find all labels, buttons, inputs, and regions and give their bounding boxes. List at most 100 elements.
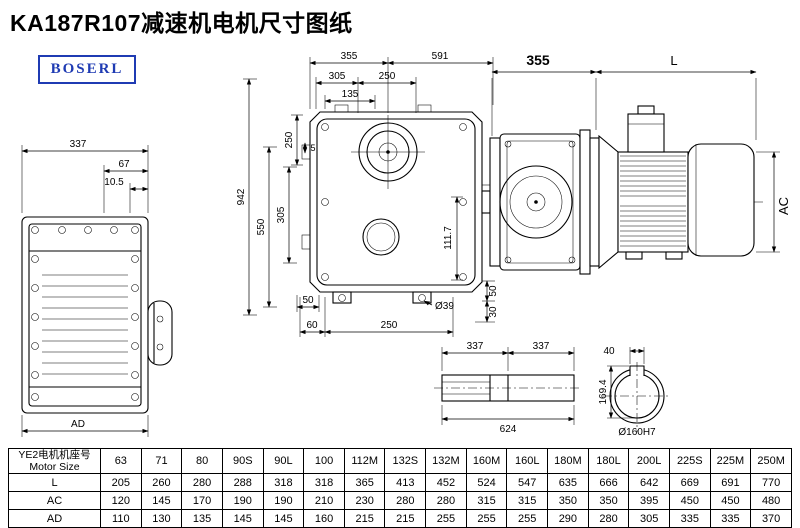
table-cell: 160 — [303, 509, 345, 528]
main-body — [301, 104, 491, 304]
output-bore — [351, 115, 425, 189]
motor-size-col: 90S — [221, 447, 264, 475]
table-cell: 145 — [262, 509, 305, 528]
motor-dimensions: 355 L AC — [491, 52, 791, 253]
motor-size-col: 132S — [384, 447, 427, 475]
table-cell: 190 — [221, 491, 264, 511]
table-cell: 370 — [750, 509, 792, 528]
housing-bolt-holes — [321, 123, 467, 281]
table-cell: 260 — [140, 473, 183, 493]
table-cell: 642 — [628, 473, 670, 493]
motor-body — [617, 105, 755, 260]
table-cell: 395 — [628, 491, 670, 511]
table-cell: 110 — [100, 509, 142, 528]
dim-main-250t: 250 — [379, 71, 396, 82]
dim-main-591: 591 — [432, 51, 449, 62]
main-dimensions: 355 591 305 250 135 942 550 305 — [236, 51, 499, 337]
dim-motor-355: 355 — [526, 52, 550, 68]
dim-main-60b: 60 — [306, 320, 318, 331]
boserl-logo: BOSERL — [38, 55, 136, 84]
fan-cowl — [687, 143, 755, 257]
motor-foot — [625, 251, 643, 260]
table-cell: 669 — [668, 473, 711, 493]
dim-main-550: 550 — [256, 218, 267, 235]
table-cell: 288 — [221, 473, 264, 493]
motor-fins — [620, 155, 686, 247]
dim-bore-160H7: Ø160H7 — [618, 427, 656, 438]
motor-size-col: 80 — [181, 447, 223, 475]
gearbox-front-body — [21, 216, 149, 414]
table-cell: 135 — [181, 509, 223, 528]
dim-main-135: 135 — [342, 89, 359, 100]
motor-size-header-cn: YE2电机机座号 — [18, 449, 91, 461]
motor-view: 355 L AC — [481, 52, 791, 275]
motor-size-col: 132M — [425, 447, 467, 475]
table-cell: 315 — [506, 491, 549, 511]
table-cell: 450 — [668, 491, 711, 511]
motor-size-col: 71 — [140, 447, 183, 475]
motor-size-col: 100 — [303, 447, 345, 475]
table-cell: 210 — [303, 491, 345, 511]
shaft-dimensions: 337 337 624 — [441, 341, 575, 435]
table-cell: 120 — [100, 491, 142, 511]
cable-gland — [637, 105, 655, 115]
table-cell: 335 — [709, 509, 752, 528]
motor-size-col: 180L — [587, 447, 630, 475]
table-cell: 335 — [668, 509, 711, 528]
dim-shaft-337b: 337 — [533, 341, 550, 352]
secondary-bore — [362, 218, 400, 256]
table-cell: 635 — [547, 473, 589, 493]
reducer-side-body — [481, 129, 619, 275]
table-cell: 770 — [750, 473, 792, 493]
table-cell: 524 — [465, 473, 508, 493]
table-cell: 280 — [587, 509, 630, 528]
motor-foot — [665, 251, 683, 260]
table-cell: 230 — [343, 491, 386, 511]
table-cell: 318 — [303, 473, 345, 493]
table-cell: 145 — [140, 491, 183, 511]
output-shaft-cover — [147, 300, 173, 366]
table-cell: 215 — [343, 509, 386, 528]
motor-size-col: 112M — [343, 447, 386, 475]
table-cell: 691 — [709, 473, 752, 493]
dim-bore-40: 40 — [603, 346, 615, 357]
dim-front-AD: AD — [71, 419, 85, 430]
motor-size-col: 180M — [547, 447, 589, 475]
table-cell: 318 — [262, 473, 305, 493]
table-cell: 145 — [221, 509, 264, 528]
motor-size-col: 160M — [465, 447, 508, 475]
table-cell: 255 — [425, 509, 467, 528]
motor-size-col: 63 — [100, 447, 142, 475]
dim-main-355: 355 — [341, 51, 358, 62]
page-title: KA187R107减速机电机尺寸图纸 — [10, 10, 353, 36]
dim-shaft-624: 624 — [500, 424, 517, 435]
table-cell: 305 — [628, 509, 670, 528]
dim-main-50b: 50 — [302, 295, 314, 306]
cooling-fins — [42, 274, 128, 375]
table-cell: 350 — [587, 491, 630, 511]
motor-size-col: 200L — [628, 447, 670, 475]
dim-motor-L: L — [670, 53, 677, 68]
table-cell: 666 — [587, 473, 630, 493]
table-cell: 365 — [343, 473, 386, 493]
dim-main-50r: 50 — [488, 285, 499, 297]
dim-front-337: 337 — [70, 139, 87, 150]
motor-size-col: 225M — [709, 447, 752, 475]
dim-main-250b: 250 — [381, 320, 398, 331]
table-cell: 255 — [506, 509, 549, 528]
motor-size-col: 225S — [668, 447, 711, 475]
table-cell: 255 — [465, 509, 508, 528]
table-cell: 280 — [384, 491, 427, 511]
table-cell: 205 — [100, 473, 142, 493]
table-cell: 350 — [547, 491, 589, 511]
row-label: AD — [8, 509, 101, 528]
main-view: 355 591 305 250 135 942 550 305 — [236, 51, 499, 337]
row-label: AC — [8, 491, 101, 511]
terminal-box — [627, 113, 665, 153]
table-cell: 480 — [750, 491, 792, 511]
motor-flange-bell — [598, 134, 619, 270]
